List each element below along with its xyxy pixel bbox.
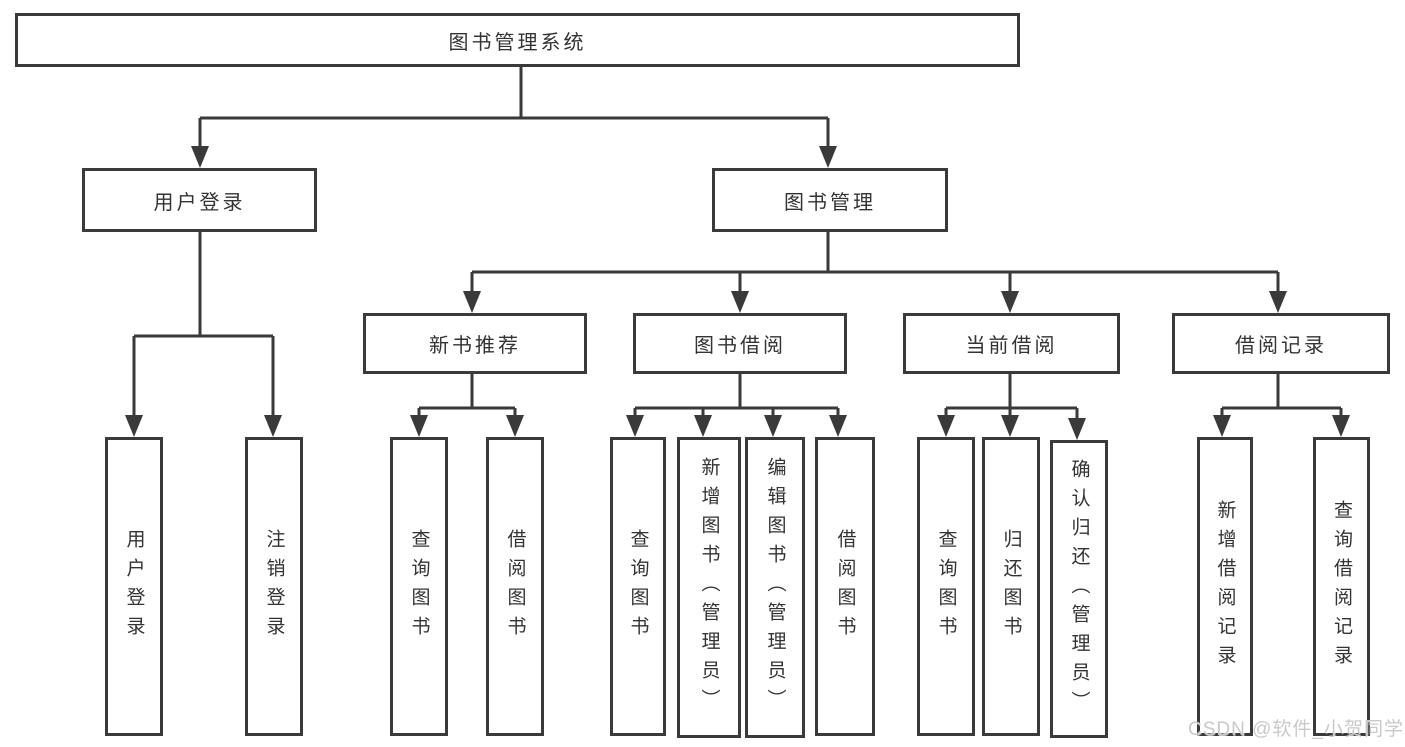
leaf-records-query-record: 查询借阅记录 <box>1313 437 1370 736</box>
node-current-borrow: 当前借阅 <box>903 313 1120 374</box>
csdn-watermark: CSDN @软件_小贺同学 <box>1188 719 1404 740</box>
node-user-login: 用户登录 <box>82 168 317 232</box>
node-book-borrow: 图书借阅 <box>633 313 847 374</box>
leaf-borrow-query-books: 查询图书 <box>610 437 666 736</box>
leaf-borrow-edit-books-admin: 编辑图书（管理员） <box>745 437 805 738</box>
leaf-current-query-books: 查询图书 <box>917 437 975 736</box>
node-borrow-records: 借阅记录 <box>1172 313 1390 374</box>
leaf-borrow-borrow-books: 借阅图书 <box>815 437 875 736</box>
node-root: 图书管理系统 <box>15 13 1020 67</box>
leaf-user-login: 用户登录 <box>105 437 163 736</box>
leaf-newbook-query-books: 查询图书 <box>390 437 448 736</box>
leaf-logout: 注销登录 <box>245 437 303 736</box>
leaf-borrow-add-books-admin: 新增图书（管理员） <box>677 437 741 738</box>
leaf-current-confirm-return-admin: 确认归还（管理员） <box>1050 440 1108 738</box>
leaf-current-return-books: 归还图书 <box>982 437 1040 736</box>
node-book-management: 图书管理 <box>712 168 948 232</box>
arrow-heads <box>125 146 1350 440</box>
leaf-records-add-record: 新增借阅记录 <box>1197 437 1253 736</box>
node-new-book-recommend: 新书推荐 <box>363 313 587 374</box>
leaf-newbook-borrow-books: 借阅图书 <box>486 437 544 736</box>
